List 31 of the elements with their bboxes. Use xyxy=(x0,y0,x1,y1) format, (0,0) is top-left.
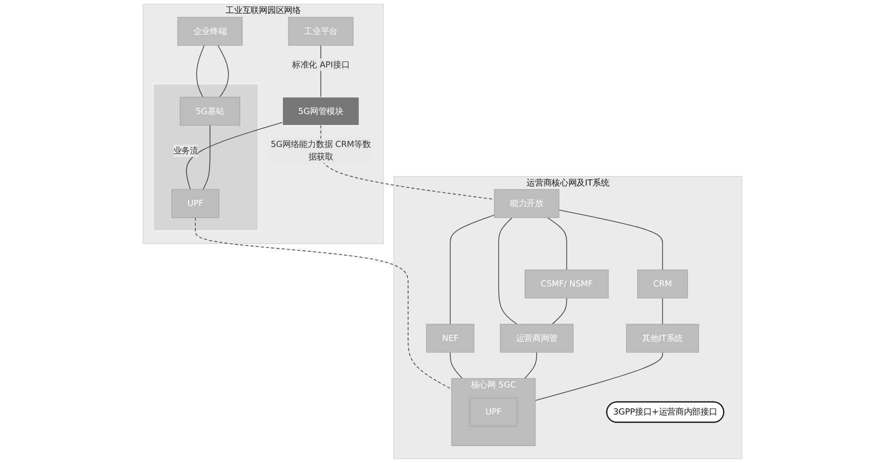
edge-label: 业务流 xyxy=(173,146,198,156)
connector xyxy=(662,298,663,325)
connector xyxy=(524,352,538,379)
node-box: CRM xyxy=(637,270,688,298)
connector xyxy=(450,352,463,379)
node-box: 5G网管模块 xyxy=(282,96,360,126)
node-box: 其他IT系统 xyxy=(626,324,699,353)
connector xyxy=(186,122,283,190)
connector xyxy=(450,214,495,325)
node-box: 能力开放 xyxy=(494,189,560,218)
node-box: CSMF/ NSMF xyxy=(524,270,609,298)
edge-label: 标准化 API接口 xyxy=(292,60,350,70)
connector xyxy=(218,45,229,98)
node-box: 运营商网管 xyxy=(500,324,574,353)
node-box: 5G基站 xyxy=(180,96,240,126)
connector xyxy=(498,217,518,325)
connector xyxy=(558,210,663,270)
cluster xyxy=(153,84,258,231)
edge-label: 5G网络能力数据 CRM等数据获取 xyxy=(270,139,371,162)
connector xyxy=(196,45,205,98)
connector xyxy=(547,217,568,270)
connector xyxy=(534,352,663,401)
node-box: 企业终端 xyxy=(177,16,243,46)
connector xyxy=(320,124,495,200)
node-box: UPF xyxy=(171,189,220,218)
node-box: 工业平台 xyxy=(288,16,354,46)
node-box: NEF xyxy=(426,324,474,353)
connector xyxy=(552,298,568,325)
node-box: UPF xyxy=(470,398,518,426)
connector xyxy=(194,217,452,390)
connector xyxy=(202,124,210,190)
